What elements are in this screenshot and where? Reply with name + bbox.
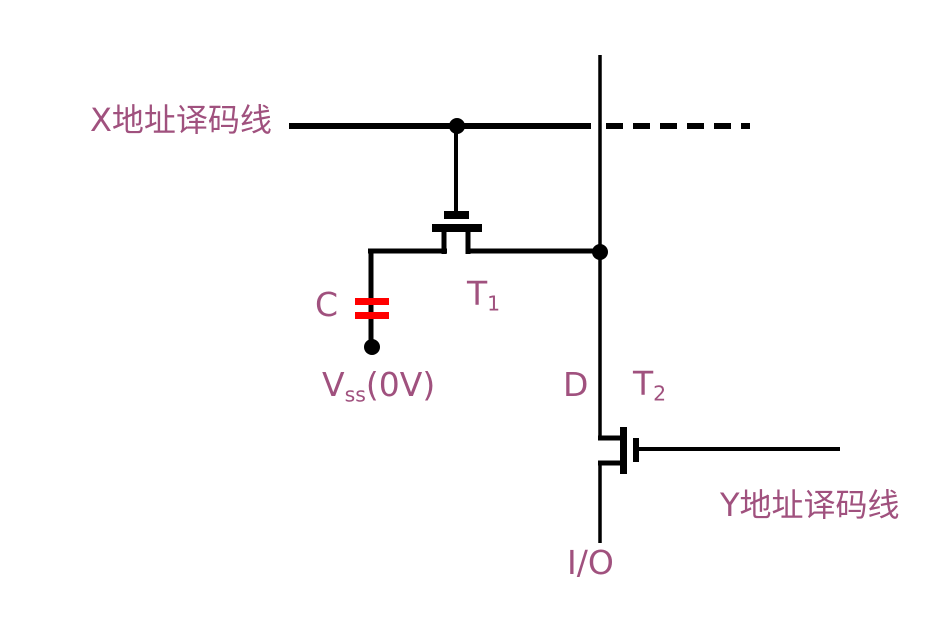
t1-label-sub: 1 bbox=[487, 291, 501, 316]
t2-channel-bar bbox=[620, 427, 627, 474]
t2-label-base: T bbox=[633, 364, 654, 403]
x-address-line-label: X地址译码线 bbox=[90, 101, 272, 139]
capacitor-label: C bbox=[315, 285, 339, 324]
vss-terminal-dot bbox=[364, 339, 380, 355]
t2-gate-bar bbox=[633, 438, 639, 462]
vss-label-base: V bbox=[322, 365, 345, 404]
t2-label-sub: 2 bbox=[653, 381, 667, 406]
t1-label-base: T bbox=[467, 274, 488, 313]
x-line-junction-dot bbox=[449, 118, 465, 134]
drain-label: D bbox=[563, 365, 589, 404]
vss-label-rest: (0V) bbox=[365, 365, 436, 404]
capacitor-plate-top bbox=[355, 298, 389, 305]
vss-label-sub: ss bbox=[344, 382, 366, 407]
t1-channel-bar bbox=[432, 224, 482, 232]
t1-gate-bar bbox=[444, 211, 469, 219]
t1-label: T1 bbox=[467, 274, 500, 314]
y-address-line-label: Y地址译码线 bbox=[720, 486, 900, 524]
io-label: I/O bbox=[567, 543, 614, 582]
t2-label: T2 bbox=[633, 364, 666, 404]
vss-label: Vss(0V) bbox=[322, 365, 436, 405]
capacitor-plate-bottom bbox=[355, 312, 389, 319]
